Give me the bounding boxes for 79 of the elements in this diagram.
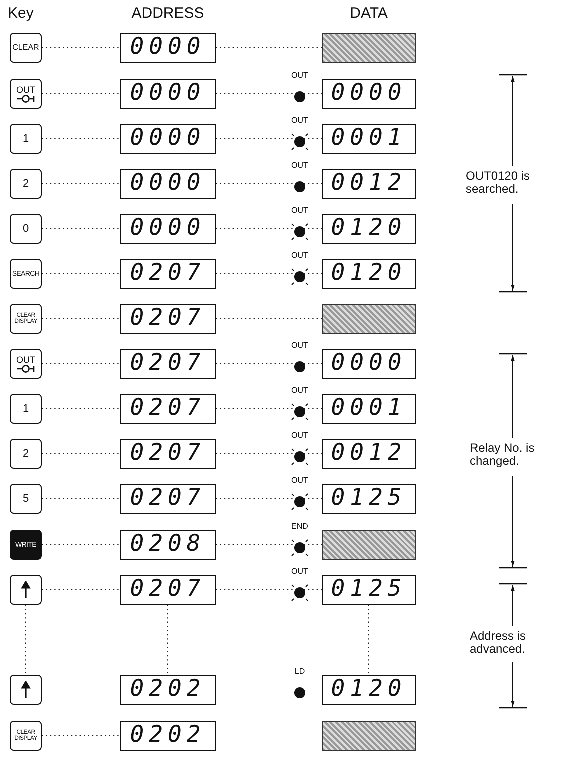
key-label: 0 xyxy=(22,224,30,234)
keypad-key xyxy=(10,79,42,109)
data-display: 0120 xyxy=(322,214,416,244)
address-display: 0207 xyxy=(120,259,216,289)
keypad-key xyxy=(10,675,42,705)
address-display: 0000 xyxy=(120,169,216,199)
key-label: CLEAR xyxy=(12,44,40,52)
keypad-key xyxy=(10,439,42,469)
blank-display xyxy=(322,530,416,560)
keypad-key xyxy=(10,484,42,514)
keypad-key xyxy=(10,575,42,605)
keypad-key xyxy=(10,349,42,379)
keypad-key xyxy=(10,169,42,199)
address-display: 0207 xyxy=(120,484,216,514)
dotted-connector xyxy=(42,138,120,140)
dotted-connector xyxy=(216,544,322,546)
dotted-connector xyxy=(216,138,322,140)
data-display: 0125 xyxy=(322,484,416,514)
indicator-label: END xyxy=(290,522,310,531)
indicator-label: OUT xyxy=(290,71,310,80)
address-display: 0000 xyxy=(120,33,216,63)
data-display: 0125 xyxy=(322,575,416,605)
keypad-key xyxy=(10,259,42,289)
keypad-key xyxy=(10,304,42,334)
address-display: 0000 xyxy=(120,214,216,244)
address-display: 0000 xyxy=(120,124,216,154)
keypad-key xyxy=(10,721,42,751)
keypad-key xyxy=(10,394,42,424)
indicator-label: OUT xyxy=(290,161,310,170)
blank-display xyxy=(322,304,416,334)
dotted-connector xyxy=(216,408,322,410)
data-display: 0120 xyxy=(322,259,416,289)
dotted-connector xyxy=(216,318,322,320)
indicator-label: OUT xyxy=(290,341,310,350)
blank-display xyxy=(322,721,416,751)
indicator-label: OUT xyxy=(290,251,310,260)
indicator-label: LD xyxy=(294,667,306,676)
key-label: 1 xyxy=(22,134,30,144)
data-display: 0001 xyxy=(322,394,416,424)
indicator-label: OUT xyxy=(290,476,310,485)
data-display: 0000 xyxy=(322,349,416,379)
indicator-label: OUT xyxy=(290,386,310,395)
address-display: 0207 xyxy=(120,575,216,605)
data-display: 0120 xyxy=(322,675,416,705)
address-display: 0202 xyxy=(120,721,216,751)
data-display: 0000 xyxy=(322,79,416,109)
dotted-connector xyxy=(368,604,370,676)
dotted-connector xyxy=(216,228,322,230)
indicator-label: OUT xyxy=(290,116,310,125)
data-display: 0012 xyxy=(322,169,416,199)
key-label: 5 xyxy=(22,494,30,504)
address-display: 0202 xyxy=(120,675,216,705)
data-display: 0001 xyxy=(322,124,416,154)
key-label: OUT xyxy=(16,86,36,94)
dotted-connector xyxy=(42,228,120,230)
address-display: 0208 xyxy=(120,530,216,560)
keypad-key xyxy=(10,214,42,244)
dotted-connector xyxy=(42,498,120,500)
keypad-key xyxy=(10,33,42,63)
keypad-key xyxy=(10,530,42,560)
address-display: 0207 xyxy=(120,394,216,424)
key-label: 2 xyxy=(22,448,30,460)
indicator-label: OUT xyxy=(290,431,310,440)
address-display: 0000 xyxy=(120,79,216,109)
indicator-label: OUT xyxy=(290,567,310,576)
keypad-key xyxy=(10,124,42,154)
data-display: 0012 xyxy=(322,439,416,469)
dotted-connector xyxy=(42,544,120,546)
blank-display xyxy=(322,33,416,63)
key-label: 1 xyxy=(22,404,30,414)
dotted-connector xyxy=(42,318,120,320)
dotted-connector xyxy=(216,498,322,500)
key-label: OUT xyxy=(16,356,36,364)
address-display: 0207 xyxy=(120,349,216,379)
indicator-label: OUT xyxy=(290,206,310,215)
key-label: 2 xyxy=(22,178,30,190)
dotted-connector xyxy=(42,408,120,410)
address-display: 0207 xyxy=(120,304,216,334)
address-display: 0207 xyxy=(120,439,216,469)
